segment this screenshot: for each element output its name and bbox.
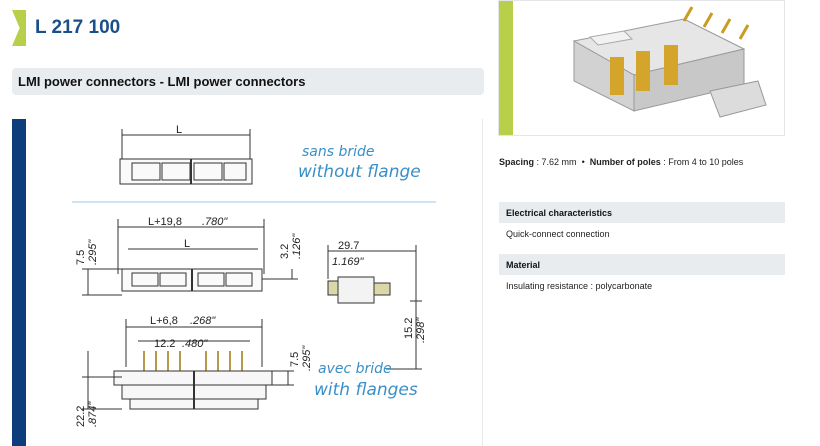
label-with-flanges: with flanges — [314, 380, 418, 400]
dim-l-plus-19-8: L+19,8 — [148, 216, 182, 228]
dim-3-2: 3.2 — [279, 244, 291, 259]
dim-874: .874" — [87, 401, 99, 427]
dim-l-top: L — [176, 124, 182, 136]
spec-line: Spacing : 7.62 mm • Number of poles : Fr… — [499, 157, 744, 167]
dim-1-169: 1.169" — [332, 256, 365, 268]
technical-drawing: L L+19,8 .780" L 29.7 1.169" L+6,8 .268"… — [72, 124, 436, 427]
electrical-characteristics-body: Quick-connect connection — [506, 229, 610, 239]
poles-label: Number of poles — [589, 157, 661, 167]
dim-126: .126" — [291, 233, 303, 259]
technical-drawing-panel: L L+19,8 .780" L 29.7 1.169" L+6,8 .268"… — [12, 119, 483, 446]
dim-7-5: 7.5 — [75, 250, 87, 265]
photo-side-stripe — [499, 1, 513, 135]
product-photo — [572, 6, 767, 118]
material-heading: Material — [499, 254, 785, 275]
material-body: Insulating resistance : polycarbonate — [506, 281, 653, 291]
label-without-flange: without flange — [298, 162, 421, 182]
dim-22-2: 22.2 — [75, 406, 87, 427]
dim-7-5b: 7.5 — [289, 352, 301, 367]
dim-15-2: 15.2 — [403, 318, 415, 339]
dim-268: .268" — [190, 315, 216, 327]
dim-295: .295" — [87, 239, 99, 265]
spacing-value: 7.62 mm — [541, 157, 577, 167]
dim-295b: .295" — [301, 345, 313, 371]
dim-780: .780" — [202, 216, 228, 228]
label-sans-bride: sans bride — [302, 144, 375, 160]
title-accent-chevron — [12, 10, 26, 46]
product-photo-panel — [498, 0, 785, 136]
dim-l-mid: L — [184, 238, 190, 250]
spec-separator: • — [581, 157, 585, 167]
page-title: L 217 100 — [35, 17, 121, 38]
label-avec-bride: avec bride — [318, 361, 392, 377]
dim-12-2: 12.2 — [154, 338, 175, 350]
dim-480: .480" — [182, 338, 208, 350]
product-subtitle: LMI power connectors - LMI power connect… — [12, 68, 484, 95]
drawing-side-stripe — [12, 119, 26, 446]
electrical-characteristics-heading: Electrical characteristics — [499, 202, 785, 223]
dim-298: .298" — [415, 317, 427, 343]
dim-l-plus-6-8: L+6,8 — [150, 315, 178, 327]
spacing-label: Spacing — [499, 157, 535, 167]
title-block: L 217 100 — [12, 10, 120, 46]
dim-29-7: 29.7 — [338, 240, 359, 252]
poles-value: From 4 to 10 poles — [668, 157, 744, 167]
